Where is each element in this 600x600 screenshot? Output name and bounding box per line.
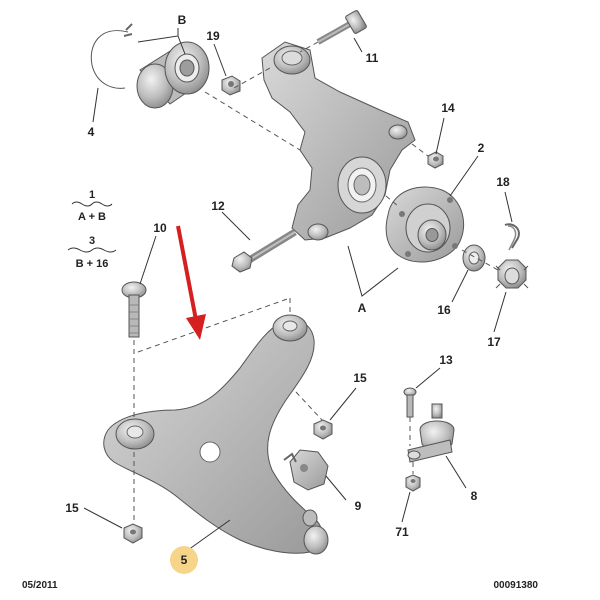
steering-knuckle-part[interactable]: [261, 41, 416, 241]
callout-11: 11: [366, 51, 379, 65]
callout-5-highlight[interactable]: 5: [170, 546, 198, 574]
screw-13-part[interactable]: [403, 387, 417, 418]
bolt-11-part[interactable]: [316, 10, 367, 45]
wheel-bearing-part[interactable]: [136, 41, 210, 109]
callout-19: 19: [206, 29, 220, 43]
callout-16: 16: [437, 303, 451, 317]
footer-reference: 00091380: [494, 580, 539, 591]
washer-16-part[interactable]: [462, 244, 486, 272]
callout-10: 10: [153, 221, 167, 235]
bolt-10-part[interactable]: [121, 281, 147, 338]
nut-15-upper-part[interactable]: [313, 419, 333, 440]
assembly-legend: 1 A + B 3 B + 16: [67, 189, 117, 270]
bracket-9-part[interactable]: [283, 449, 329, 491]
callout-17: 17: [487, 335, 501, 349]
callout-B: B: [178, 13, 187, 27]
callout-71: 71: [395, 525, 409, 539]
legend-3-number: 3: [89, 235, 95, 247]
callout-labels: B 19 11 4 14 2 18 12 10 A 16 17 13 15 15…: [65, 13, 510, 539]
bolt-12-part[interactable]: [231, 229, 297, 273]
callout-14: 14: [441, 101, 455, 115]
nut-71-part[interactable]: [405, 474, 421, 492]
legend-1-number: 1: [89, 189, 95, 201]
hub-nut-17-part[interactable]: [495, 259, 529, 289]
nut-14-part[interactable]: [427, 151, 444, 169]
callout-18: 18: [496, 175, 510, 189]
callout-9: 9: [355, 499, 362, 513]
leader-lines: [83, 28, 513, 551]
callout-12: 12: [211, 199, 225, 213]
callout-A: A: [358, 301, 367, 315]
legend-1-text: A + B: [78, 211, 106, 223]
legend-3-text: B + 16: [76, 258, 109, 270]
wheel-hub-part[interactable]: [385, 186, 465, 263]
lower-control-arm-part[interactable]: [103, 314, 329, 555]
callout-15-upper: 15: [353, 371, 367, 385]
callout-8: 8: [471, 489, 478, 503]
callout-4: 4: [88, 125, 95, 139]
callout-2: 2: [478, 141, 485, 155]
nut-15-lower-part[interactable]: [123, 523, 143, 544]
ball-joint-8-part[interactable]: [407, 403, 455, 463]
footer-date: 05/2011: [22, 580, 58, 591]
red-pointer-arrow: [176, 225, 206, 340]
split-pin-18-part[interactable]: [504, 223, 520, 251]
circlip-part[interactable]: [90, 23, 133, 89]
assembly-guide-lines: [133, 41, 499, 524]
nut-19-part[interactable]: [221, 75, 241, 96]
callout-13: 13: [439, 353, 453, 367]
callout-5: 5: [181, 553, 188, 567]
callout-15-lower: 15: [65, 501, 79, 515]
